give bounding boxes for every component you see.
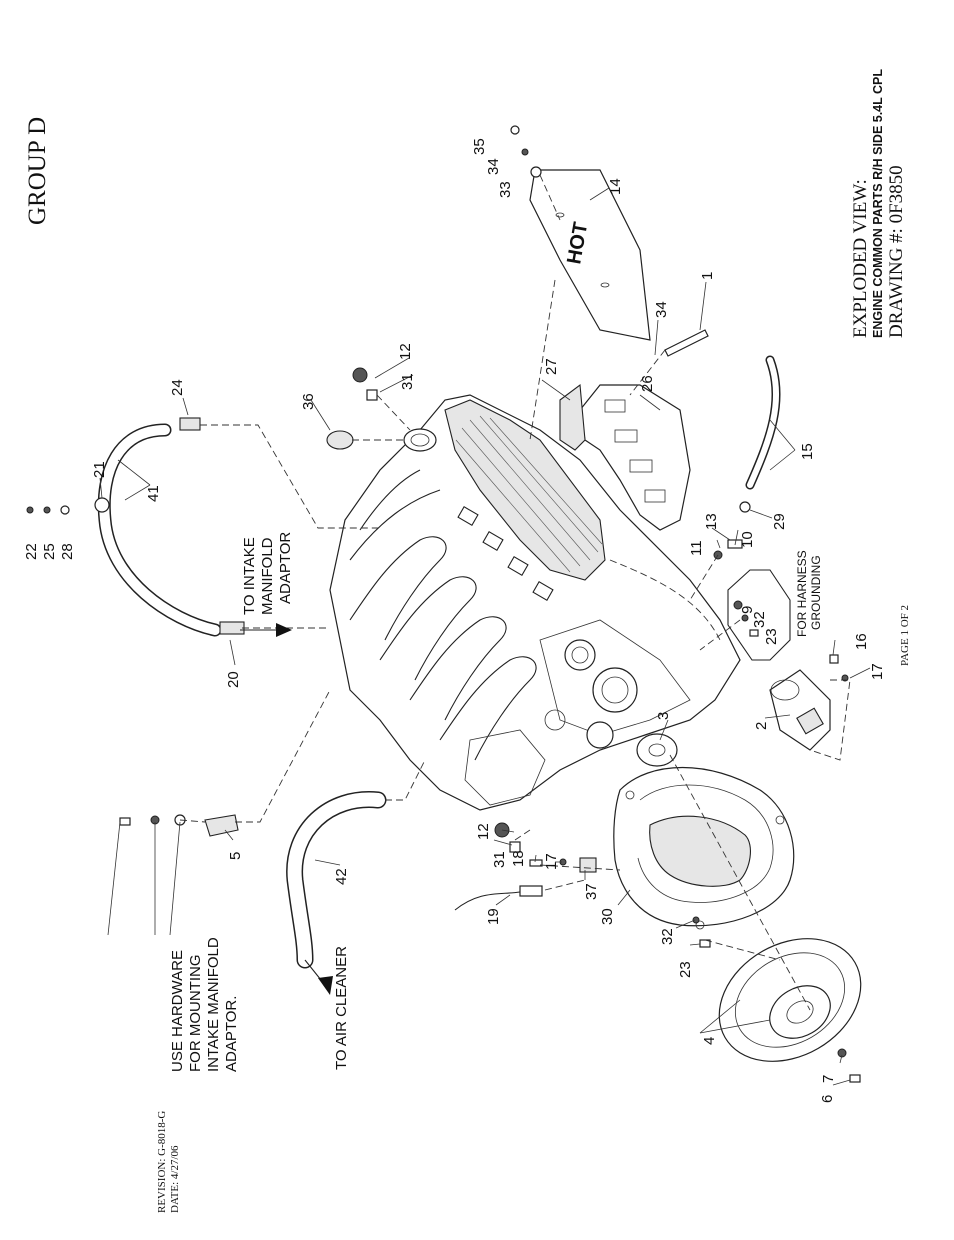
callout-17-housing: 17: [543, 853, 560, 870]
phantom-lines: [179, 174, 851, 1011]
callout-17-starter: 17: [869, 663, 886, 680]
callout-16: 16: [853, 633, 870, 650]
callout-18: 18: [510, 850, 527, 867]
callout-28: 28: [59, 543, 76, 560]
callout-19: 19: [485, 908, 502, 925]
group-title: GROUP D: [24, 117, 51, 225]
callout-37: 37: [583, 883, 600, 900]
callout-1: 1: [699, 272, 716, 280]
callout-3: 3: [655, 712, 672, 720]
callout-21: 21: [91, 461, 108, 478]
callout-15: 15: [799, 443, 816, 460]
callout-13: 13: [703, 513, 720, 530]
heat-shield: HOT: [529, 169, 651, 341]
callout-23-housing: 23: [677, 961, 694, 978]
callout-6: 6: [819, 1095, 836, 1103]
fitting-24: [179, 417, 201, 431]
callout-24: 24: [169, 379, 186, 396]
note-intake-manifold-3: ADAPTOR: [277, 532, 294, 604]
callout-25: 25: [41, 543, 58, 560]
drawing-number: DRAWING #: 0F3850: [886, 165, 907, 338]
callout-31-lower: 31: [491, 851, 508, 868]
callout-4: 4: [701, 1037, 718, 1045]
callout-2: 2: [753, 722, 770, 730]
callout-34-upper: 34: [485, 158, 502, 175]
callout-leaders: [99, 187, 871, 1086]
callout-32-ground: 32: [751, 611, 768, 628]
callout-34-lower: 34: [653, 301, 670, 318]
callout-5: 5: [227, 852, 244, 860]
callout-33: 33: [497, 181, 514, 198]
view-title: EXPLODED VIEW:: [850, 179, 871, 338]
exhaust-manifold: [559, 383, 691, 531]
note-hardware-1: USE HARDWARE: [169, 950, 186, 1072]
note-intake-manifold-1: TO INTAKE: [241, 537, 258, 615]
flywheel-housing: [613, 767, 795, 930]
callout-20: 20: [225, 671, 242, 688]
callout-29: 29: [771, 513, 788, 530]
spacer-plate: [636, 733, 678, 767]
callout-31-upper: 31: [399, 373, 416, 390]
harness-ground-box: [727, 569, 791, 661]
callout-42: 42: [333, 868, 350, 885]
fitting-20: [219, 621, 245, 635]
note-harness-2: GROUNDING: [809, 555, 823, 630]
callout-26: 26: [639, 375, 656, 392]
callout-22: 22: [23, 543, 40, 560]
callout-10: 10: [739, 531, 756, 548]
callout-27: 27: [543, 358, 560, 375]
flywheel: [718, 938, 862, 1062]
callout-12-lower: 12: [475, 823, 492, 840]
note-harness-1: FOR HARNESS: [795, 550, 809, 637]
annotation-notes: TO INTAKE MANIFOLD ADAPTOR TO AIR CLEANE…: [169, 532, 823, 1072]
note-hardware-2: FOR MOUNTING: [187, 955, 204, 1073]
page-indicator: PAGE 1 OF 2: [899, 605, 911, 666]
clamp-21: [94, 497, 110, 513]
callout-41: 41: [145, 485, 162, 502]
hoses: [94, 355, 781, 969]
note-intake-manifold-2: MANIFOLD: [259, 537, 276, 615]
callout-7: 7: [820, 1075, 837, 1083]
callout-14: 14: [607, 178, 624, 195]
view-subtitle: ENGINE COMMON PARTS R/H SIDE 5.4L CPL: [871, 69, 885, 338]
note-hardware-4: ADAPTOR.: [223, 996, 240, 1072]
callout-32-housing: 32: [659, 928, 676, 945]
note-air-cleaner: TO AIR CLEANER: [333, 946, 350, 1070]
revision-label: REVISION: G-8018-G: [156, 1111, 168, 1213]
callout-12-upper: 12: [397, 343, 414, 360]
note-hardware-3: INTAKE MANIFOLD: [205, 937, 222, 1072]
callout-numbers: 1 2 3 4 5 6 7 9 10 11 12 12 13 14 15 16 …: [23, 138, 886, 1103]
callout-11: 11: [688, 540, 705, 556]
revision-date: DATE: 4/27/06: [169, 1145, 181, 1213]
callout-36: 36: [300, 393, 317, 410]
callout-9: 9: [739, 606, 756, 614]
callout-35: 35: [471, 138, 488, 155]
callout-23-ground: 23: [763, 628, 780, 645]
engine-assembly: [329, 394, 741, 811]
starter-motor: [769, 669, 831, 751]
callout-30: 30: [599, 908, 616, 925]
